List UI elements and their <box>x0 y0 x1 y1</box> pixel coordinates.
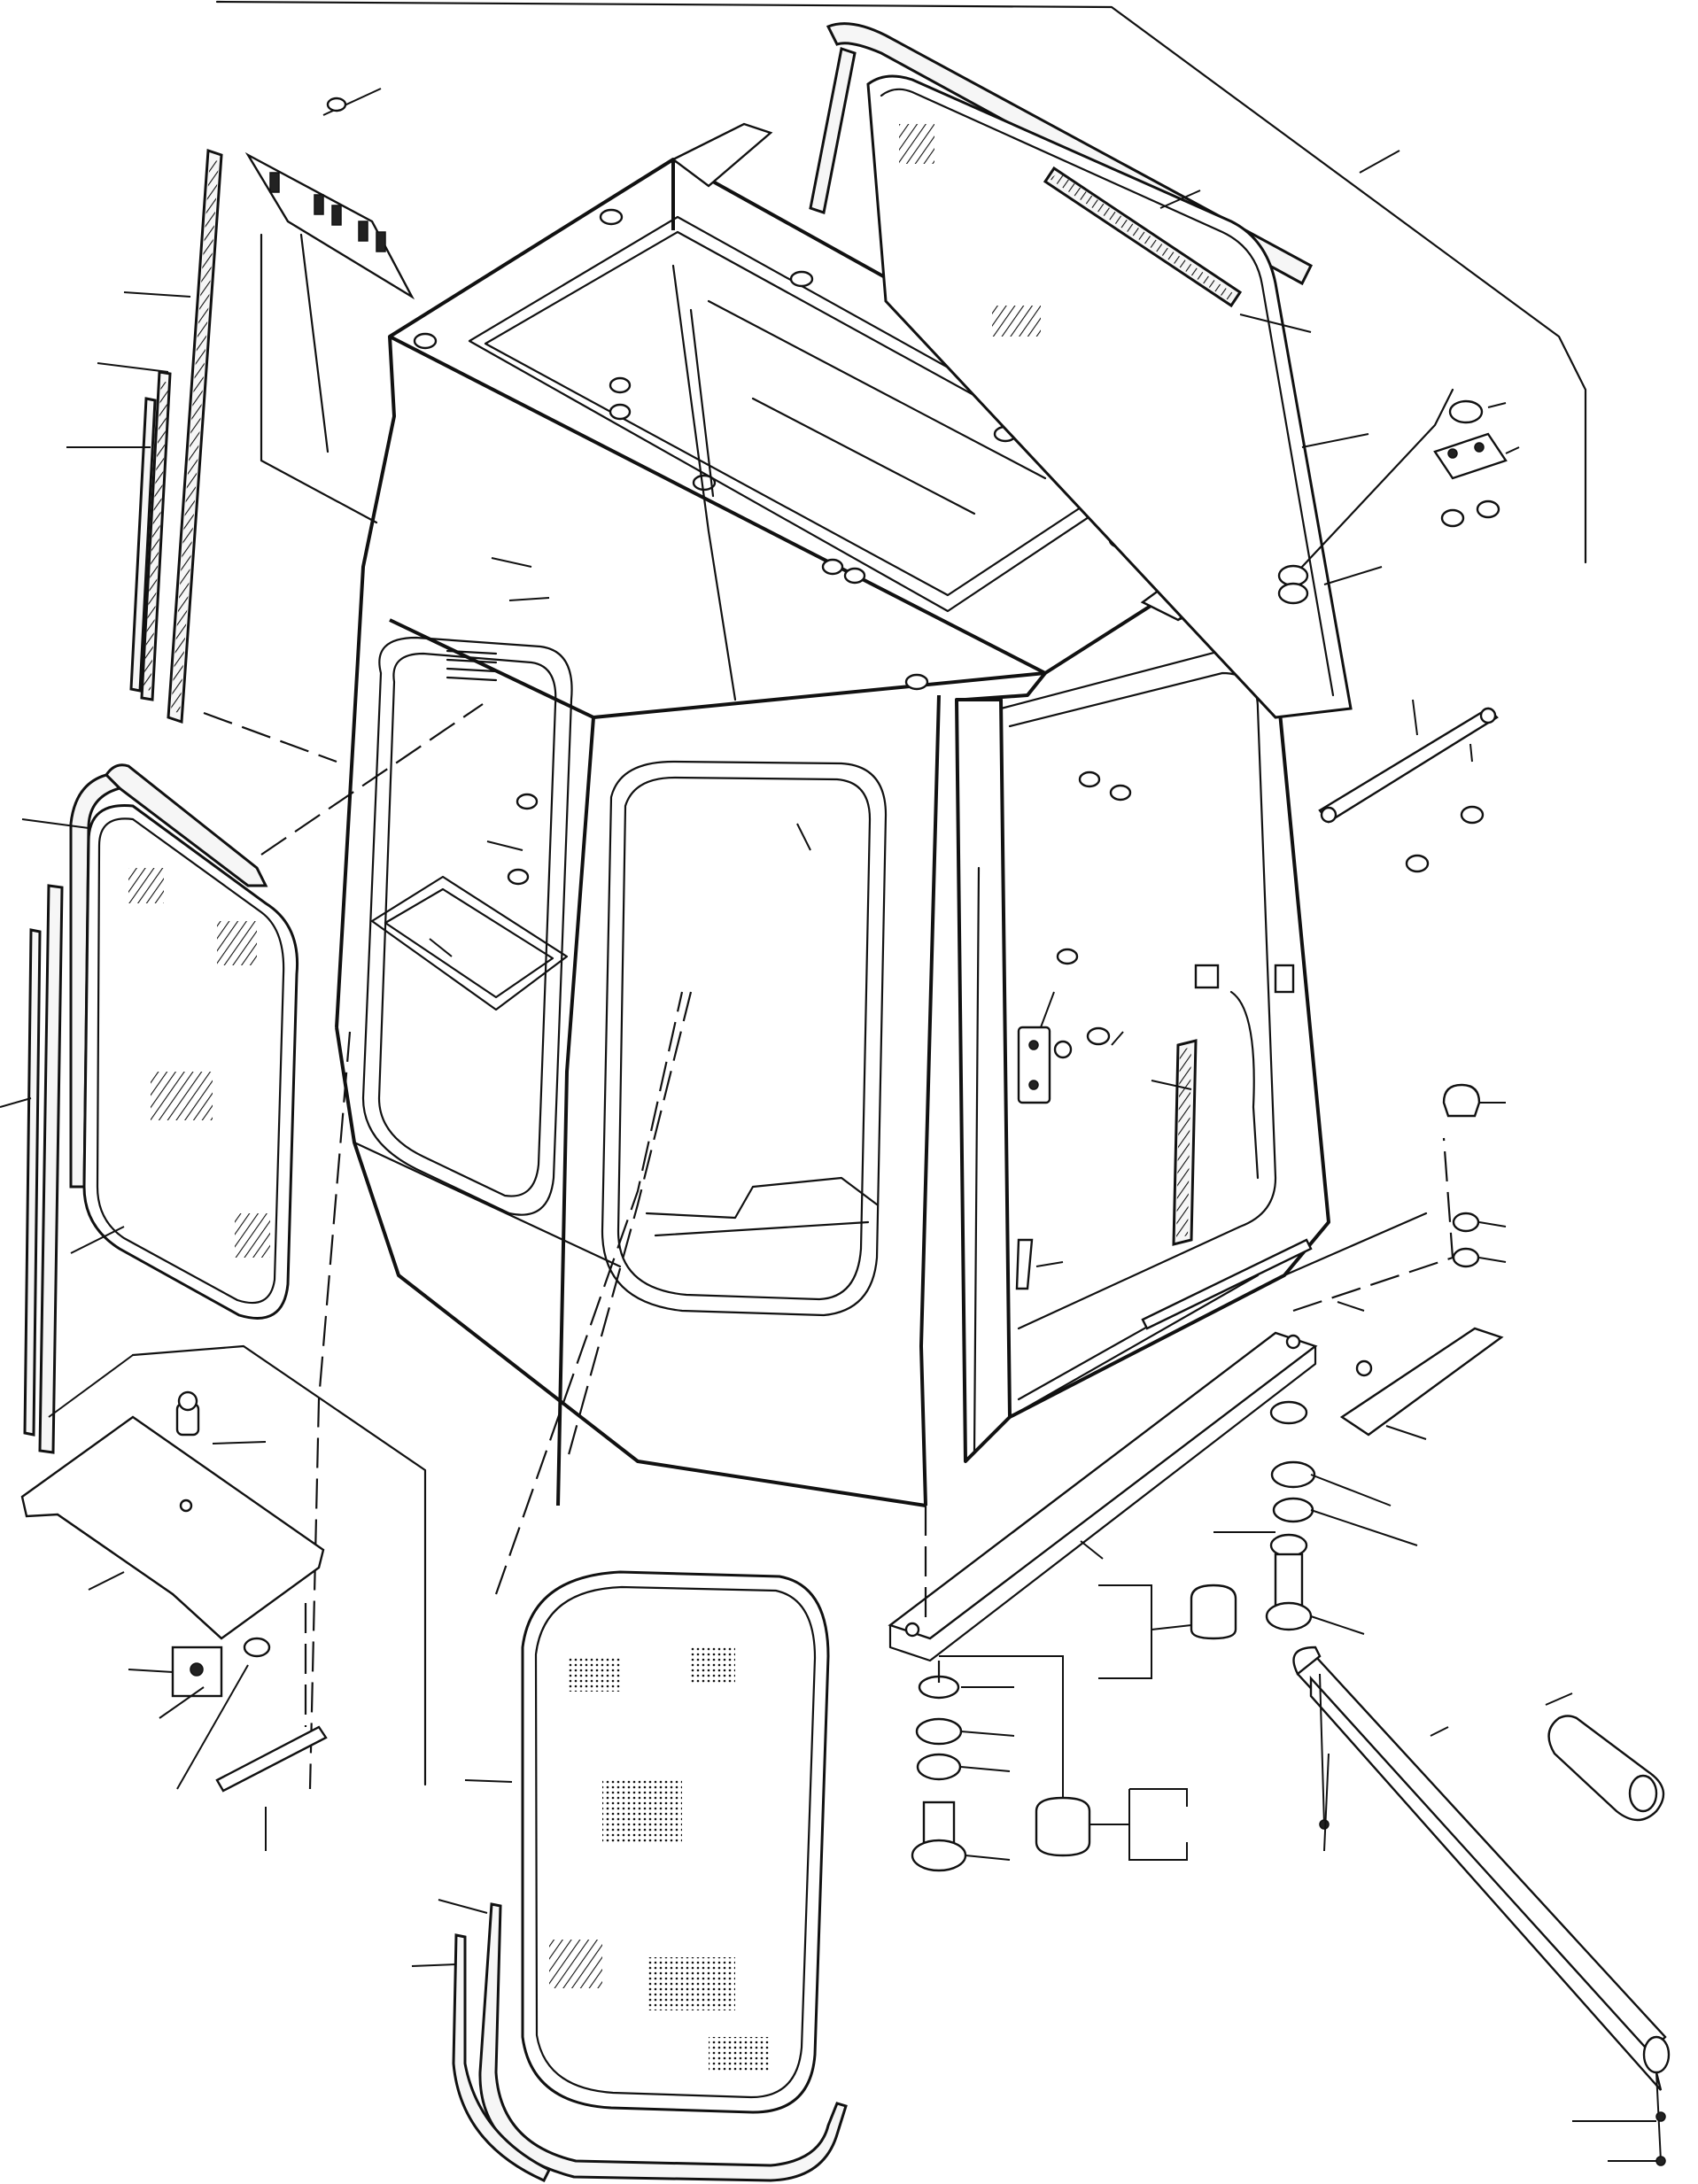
assembly-guide-lines-left <box>203 703 484 1790</box>
vent-slots <box>446 649 498 682</box>
door-lock-parts <box>1015 948 1295 1290</box>
sun-visor-roller <box>1292 1646 1671 2166</box>
door-window-glass <box>411 991 848 2182</box>
rear-window-glass <box>809 22 1400 719</box>
rubber-mounts <box>911 1400 1418 1872</box>
left-window-strips <box>66 148 223 724</box>
right-hinge-parts <box>1277 388 1520 873</box>
small-fasteners <box>429 376 1132 957</box>
left-side-window-glass <box>0 763 299 1454</box>
floor-plate <box>20 1344 427 1851</box>
mounting-beam <box>888 1238 1365 1662</box>
page-border-line <box>215 0 1587 564</box>
hinge-bracket-plate <box>244 88 415 524</box>
right-side-hardware <box>1283 1083 1507 1440</box>
